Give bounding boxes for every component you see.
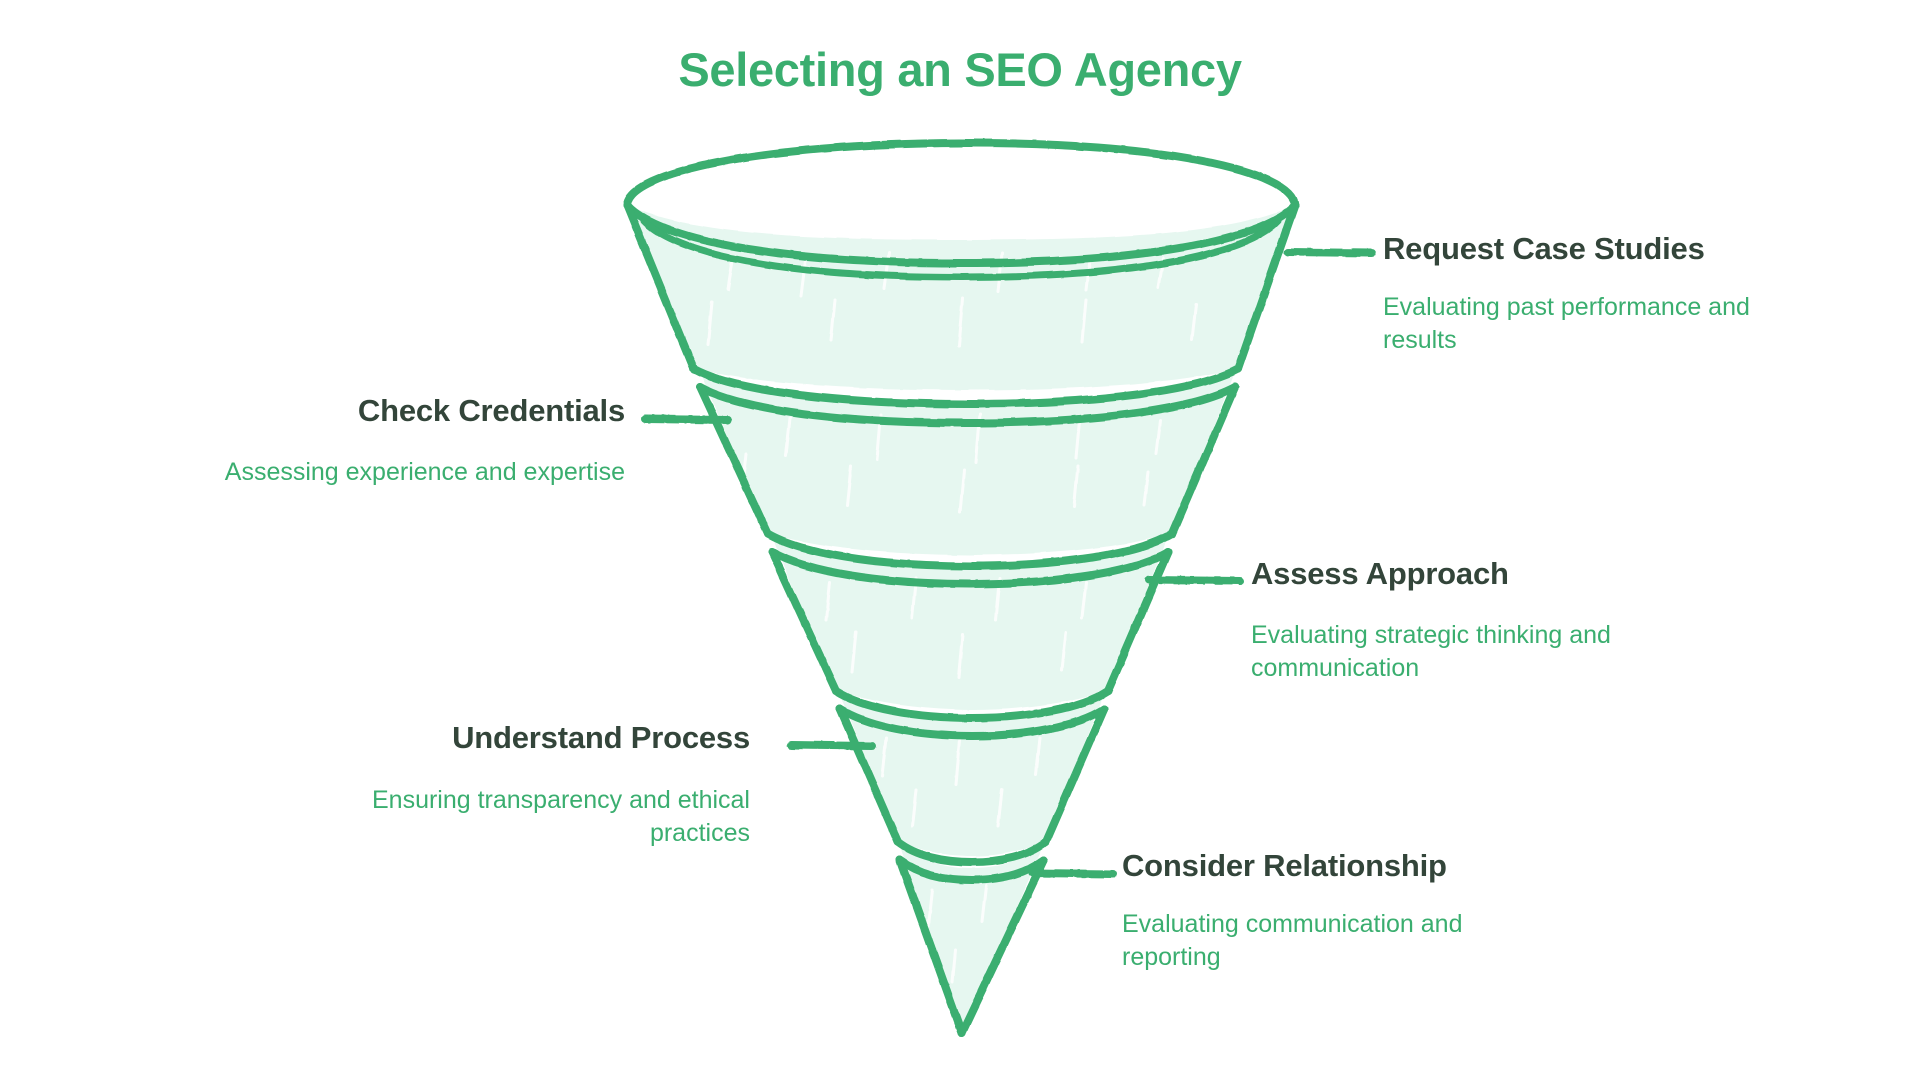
funnel-sep-2-lower bbox=[768, 548, 1172, 588]
stage-label-assess-approach[interactable]: Assess Approach Evaluating strategic thi… bbox=[1251, 553, 1671, 686]
funnel-sep-3-upper bbox=[832, 687, 1112, 722]
funnel-rim-1-outer bbox=[623, 138, 1299, 209]
funnel-wall-2-left bbox=[696, 383, 772, 538]
connector-stage-1 bbox=[1284, 248, 1376, 257]
stage-description: Evaluating communication and reporting bbox=[1122, 910, 1463, 972]
stage-label-understand-process[interactable]: Understand Process Ensuring transparency… bbox=[290, 717, 750, 851]
funnel-wall-3-right bbox=[1104, 548, 1172, 695]
funnel-sep-4-lower bbox=[896, 856, 1048, 884]
stage-description: Assessing experience and expertise bbox=[224, 458, 625, 487]
page-title: Selecting an SEO Agency bbox=[678, 43, 1242, 96]
stage-heading: Request Case Studies bbox=[1383, 231, 1705, 266]
funnel-wall-5-right bbox=[958, 856, 1048, 1037]
stage-label-request-case-studies[interactable]: Request Case Studies Evaluating past per… bbox=[1383, 228, 1753, 358]
funnel-sep-2-upper bbox=[764, 530, 1176, 570]
stage-description: Evaluating strategic thinking and commun… bbox=[1251, 621, 1611, 683]
stage-heading: Understand Process bbox=[452, 720, 750, 755]
funnel-sep-4-upper bbox=[894, 838, 1050, 866]
funnel-wall-3-left bbox=[768, 548, 840, 695]
funnel-rim-1-inner bbox=[640, 217, 1282, 281]
connector-stage-5 bbox=[1029, 869, 1116, 878]
connector-stage-3 bbox=[1145, 576, 1244, 585]
funnel-sep-1-lower bbox=[696, 383, 1239, 427]
stage-label-consider-relationship[interactable]: Consider Relationship Evaluating communi… bbox=[1122, 845, 1522, 975]
funnel-sep-1-upper bbox=[690, 365, 1242, 408]
stage-label-check-credentials[interactable]: Check Credentials Assessing experience a… bbox=[200, 390, 625, 489]
connector-stage-4 bbox=[787, 741, 876, 750]
funnel-wall-1-left bbox=[623, 201, 698, 373]
stage-heading: Assess Approach bbox=[1251, 556, 1509, 591]
funnel-wall-2-right bbox=[1168, 383, 1239, 538]
connector-stage-2 bbox=[641, 415, 732, 424]
funnel-sep-3-lower bbox=[836, 705, 1108, 740]
funnel-rim-1-front bbox=[623, 201, 1299, 267]
stage-description: Evaluating past performance and results bbox=[1383, 293, 1750, 355]
funnel-wall-4-left bbox=[836, 705, 902, 846]
funnel-wall-5-left bbox=[896, 856, 966, 1037]
funnel-wall-4-right bbox=[1042, 705, 1108, 846]
stage-heading: Consider Relationship bbox=[1122, 848, 1447, 883]
funnel-wall-1-right bbox=[1234, 201, 1299, 373]
stage-description: Ensuring transparency and ethical practi… bbox=[371, 786, 750, 848]
stage-heading: Check Credentials bbox=[357, 393, 625, 428]
